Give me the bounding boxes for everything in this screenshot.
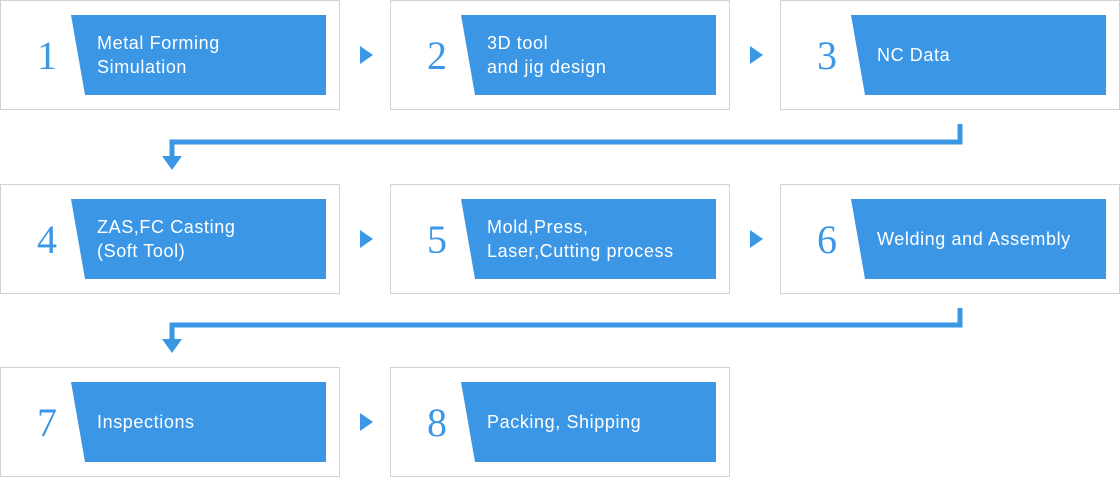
step-number-badge: 7 bbox=[15, 382, 85, 462]
step-label: Inspections bbox=[97, 412, 195, 432]
step-card-5: 5 Mold,Press, Laser,Cutting process bbox=[390, 184, 730, 294]
step-number: 8 bbox=[427, 399, 447, 445]
step-label: NC Data bbox=[877, 45, 951, 65]
step-box: 4 ZAS,FC Casting (Soft Tool) bbox=[15, 199, 326, 279]
trapezoid-shape bbox=[405, 15, 475, 95]
step-card-7: 7 Inspections bbox=[0, 367, 340, 477]
step-number-badge: 1 bbox=[15, 15, 85, 95]
trapezoid-shape bbox=[15, 382, 85, 462]
step-number-badge: 3 bbox=[795, 15, 865, 95]
step-label: Metal Forming Simulation bbox=[97, 33, 220, 77]
step-card-4: 4 ZAS,FC Casting (Soft Tool) bbox=[0, 184, 340, 294]
trapezoid-shape bbox=[405, 199, 475, 279]
step-card-2: 2 3D tool and jig design bbox=[390, 0, 730, 110]
arrow-right-icon bbox=[360, 46, 373, 64]
step-box: 8 Packing, Shipping bbox=[405, 382, 716, 462]
step-number-badge: 8 bbox=[405, 382, 475, 462]
step-box: 2 3D tool and jig design bbox=[405, 15, 716, 95]
step-box: 7 Inspections bbox=[15, 382, 326, 462]
trapezoid-shape bbox=[405, 382, 475, 462]
trapezoid-shape bbox=[795, 199, 865, 279]
step-box: 1 Metal Forming Simulation bbox=[15, 15, 326, 95]
step-number: 6 bbox=[817, 216, 837, 262]
step-number: 3 bbox=[817, 32, 837, 78]
step-number-badge: 5 bbox=[405, 199, 475, 279]
step-label: 3D tool and jig design bbox=[487, 33, 607, 77]
step-number-badge: 2 bbox=[405, 15, 475, 95]
trapezoid-shape bbox=[15, 199, 85, 279]
arrow-right-icon bbox=[750, 230, 763, 248]
step-box: 3 NC Data bbox=[795, 15, 1106, 95]
step-number: 7 bbox=[37, 399, 57, 445]
step-label: ZAS,FC Casting (Soft Tool) bbox=[97, 217, 236, 261]
step-card-6: 6 Welding and Assembly bbox=[780, 184, 1120, 294]
step-box: 6 Welding and Assembly bbox=[795, 199, 1106, 279]
step-label: Mold,Press, Laser,Cutting process bbox=[487, 217, 674, 261]
trapezoid-shape bbox=[795, 15, 865, 95]
step-label: Welding and Assembly bbox=[877, 229, 1071, 249]
step-number-badge: 4 bbox=[15, 199, 85, 279]
step-number: 1 bbox=[37, 32, 57, 78]
step-box: 5 Mold,Press, Laser,Cutting process bbox=[405, 199, 716, 279]
step-number: 2 bbox=[427, 32, 447, 78]
arrow-right-icon bbox=[360, 230, 373, 248]
step-card-1: 1 Metal Forming Simulation bbox=[0, 0, 340, 110]
arrow-right-icon bbox=[750, 46, 763, 64]
step-card-3: 3 NC Data bbox=[780, 0, 1120, 110]
step-number-badge: 6 bbox=[795, 199, 865, 279]
step-number: 5 bbox=[427, 216, 447, 262]
trapezoid-shape bbox=[15, 15, 85, 95]
arrow-right-icon bbox=[360, 413, 373, 431]
step-number: 4 bbox=[37, 216, 57, 262]
step-card-8: 8 Packing, Shipping bbox=[390, 367, 730, 477]
step-label: Packing, Shipping bbox=[487, 412, 642, 432]
